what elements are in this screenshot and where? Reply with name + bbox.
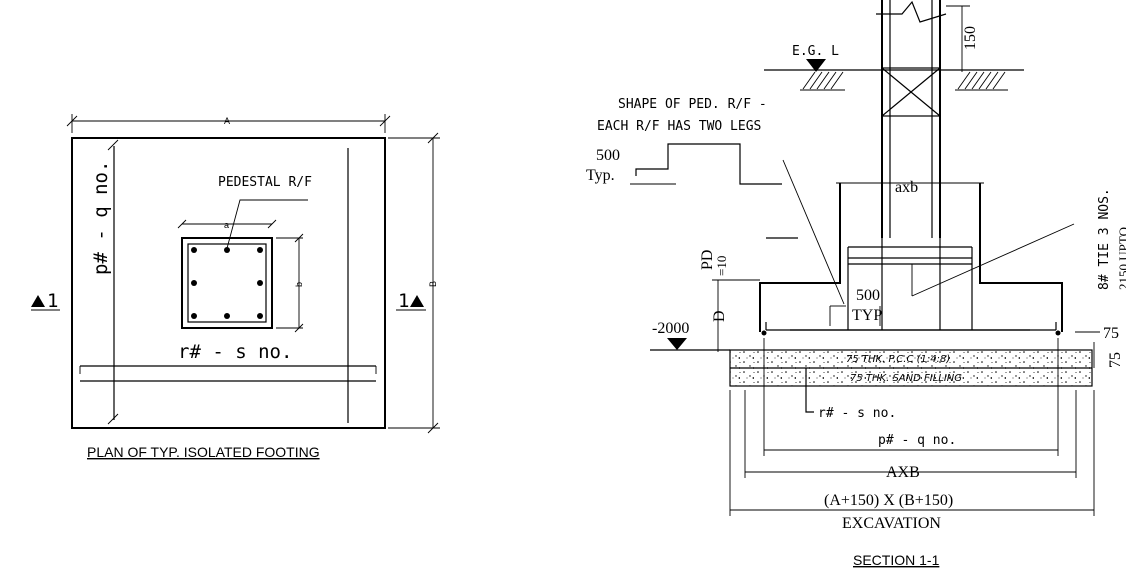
d-label: D bbox=[711, 310, 728, 322]
r-bars-label-section: r# - s no. bbox=[818, 406, 896, 421]
dim-a-small-label: a bbox=[224, 220, 229, 230]
val-500b-label: 500 bbox=[856, 287, 880, 304]
level-label: -2000 bbox=[652, 320, 689, 337]
pd-val-label: =10 bbox=[714, 256, 729, 276]
p-bars-label-section: p# - q no. bbox=[878, 433, 956, 448]
dim-75a-label: 75 bbox=[1103, 325, 1119, 342]
excavation-label: EXCAVATION bbox=[842, 515, 941, 532]
pedestal-inner bbox=[187, 243, 267, 323]
pedestal-label: PEDESTAL R/F bbox=[218, 175, 312, 190]
ped-shape-leader bbox=[782, 159, 845, 305]
ped-shape-line1: SHAPE OF PED. R/F - bbox=[618, 97, 767, 112]
section-title: SECTION 1-1 bbox=[853, 552, 940, 568]
section-mark-right-num: 1 bbox=[398, 290, 409, 312]
axb-caps-label: AXB bbox=[886, 464, 920, 481]
dim-150-label: 150 bbox=[962, 26, 979, 50]
ground-hatch-left bbox=[800, 71, 845, 91]
typ-label: Typ. bbox=[586, 167, 615, 184]
column-cross-box bbox=[881, 67, 941, 117]
pedestal-bars bbox=[191, 247, 263, 319]
excavation-dim-label: (A+150) X (B+150) bbox=[824, 492, 953, 509]
r-bars-leader bbox=[805, 368, 814, 413]
break-line bbox=[876, 0, 947, 23]
dim-75b-label: 75 bbox=[1107, 352, 1124, 368]
section-mark-left-num: 1 bbox=[47, 290, 58, 312]
section-mark-left-arrow bbox=[31, 295, 45, 307]
ped-shape-line2: EACH R/F HAS TWO LEGS bbox=[597, 119, 761, 134]
plan-view: A B p# - q no. r# - s no. a bbox=[31, 114, 440, 460]
val-500-label: 500 bbox=[596, 147, 620, 164]
egl-marker bbox=[806, 59, 826, 72]
r-bars-label: r# - s no. bbox=[178, 341, 292, 363]
p-bars-label: p# - q no. bbox=[90, 161, 112, 275]
pedestal-outer bbox=[181, 237, 273, 329]
pd-label: PD bbox=[699, 250, 716, 270]
plan-title: PLAN OF TYP. ISOLATED FOOTING bbox=[87, 444, 320, 460]
upto-label: 2150 UPTO bbox=[1116, 227, 1126, 290]
section-view: E.G. L 150 axb bbox=[586, 0, 1126, 568]
typ-caps-label: TYP bbox=[852, 307, 882, 324]
axb-label: axb bbox=[895, 179, 918, 196]
egl-label: E.G. L bbox=[792, 44, 839, 59]
dim-b-small-label: b bbox=[294, 282, 304, 287]
sand-label: 75 THK. SAND FILLING bbox=[850, 373, 962, 384]
level-marker bbox=[667, 338, 687, 350]
section-mark-right-arrow bbox=[410, 295, 424, 307]
ground-hatch-right bbox=[955, 71, 1008, 91]
ped-shape-line bbox=[635, 143, 782, 185]
dim-b-label: B bbox=[428, 281, 438, 287]
dim-a-label: A bbox=[224, 116, 230, 126]
pcc-label: 75 THK. P.C.C (1:4:8) bbox=[846, 354, 950, 365]
footing-outline bbox=[71, 137, 386, 429]
pedestal-leader bbox=[225, 199, 308, 253]
tie-label: 8# TIE 3 NOS. bbox=[1097, 188, 1112, 290]
